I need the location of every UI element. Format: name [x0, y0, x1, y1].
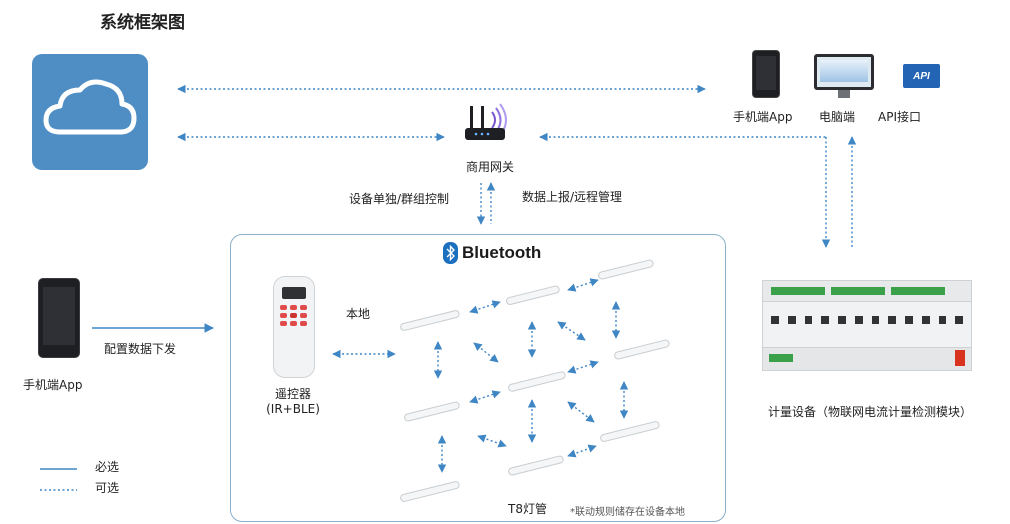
- mobile-phone-icon-left: [38, 278, 80, 358]
- meter-label: 计量设备（物联网电流计量检测模块）: [768, 405, 973, 419]
- pc-label: 电脑端: [819, 110, 856, 124]
- t8-tube: [508, 371, 566, 392]
- api-label: API接口: [878, 110, 921, 124]
- router-icon: [465, 103, 507, 140]
- mobile-app-label: 手机端App: [733, 110, 793, 124]
- bluetooth-icon: [443, 242, 458, 264]
- legend-required-label: 必选: [95, 460, 120, 474]
- bluetooth-label: Bluetooth: [462, 243, 542, 262]
- metering-device: [762, 280, 972, 376]
- mesh-arrow: [567, 444, 597, 458]
- remote-label-sub: (IR+BLE): [266, 402, 320, 416]
- mesh-arrow: [469, 390, 501, 404]
- report-label: 数据上报/远程管理: [522, 190, 623, 204]
- local-label: 本地: [346, 307, 371, 321]
- desktop-monitor-icon: [814, 54, 874, 90]
- control-label: 设备单独/群组控制: [349, 192, 450, 206]
- t8-tubes: [400, 259, 670, 502]
- t8-tube: [404, 401, 460, 422]
- mesh-arrow: [557, 321, 586, 341]
- cloud-icon: [43, 79, 137, 135]
- api-icon: API: [903, 64, 940, 88]
- mesh-arrow: [567, 401, 595, 423]
- t8-tube: [400, 481, 460, 502]
- gateway-label: 商用网关: [466, 160, 515, 174]
- mesh-arrow: [473, 342, 499, 363]
- legend-optional-label: 可选: [95, 481, 120, 495]
- t8-tube: [506, 285, 560, 305]
- t8-tube: [508, 455, 564, 476]
- remote-control-icon: [273, 276, 315, 378]
- t8-tube: [598, 259, 654, 280]
- mesh-arrow: [567, 278, 599, 292]
- config-label: 配置数据下发: [104, 342, 177, 356]
- bluetooth-logo: Bluetooth: [443, 242, 541, 264]
- t8-tube: [400, 310, 460, 331]
- mesh-arrow: [477, 434, 507, 448]
- storage-note: *联动规则储存在设备本地: [570, 507, 685, 518]
- diagram-title: 系统框架图: [100, 13, 185, 33]
- mobile-app-label-left: 手机端App: [23, 378, 83, 392]
- t8-tube: [600, 421, 660, 442]
- t8-tube: [614, 339, 670, 360]
- t8-label: T8灯管: [508, 502, 547, 516]
- mobile-phone-icon: [752, 50, 780, 98]
- bluetooth-mesh-area: [230, 234, 726, 522]
- monitor-stand: [838, 90, 850, 98]
- remote-label: 遥控器: [274, 387, 311, 401]
- mesh-arrow: [469, 300, 501, 314]
- cloud-server: [32, 54, 148, 170]
- mesh-arrow: [567, 360, 599, 374]
